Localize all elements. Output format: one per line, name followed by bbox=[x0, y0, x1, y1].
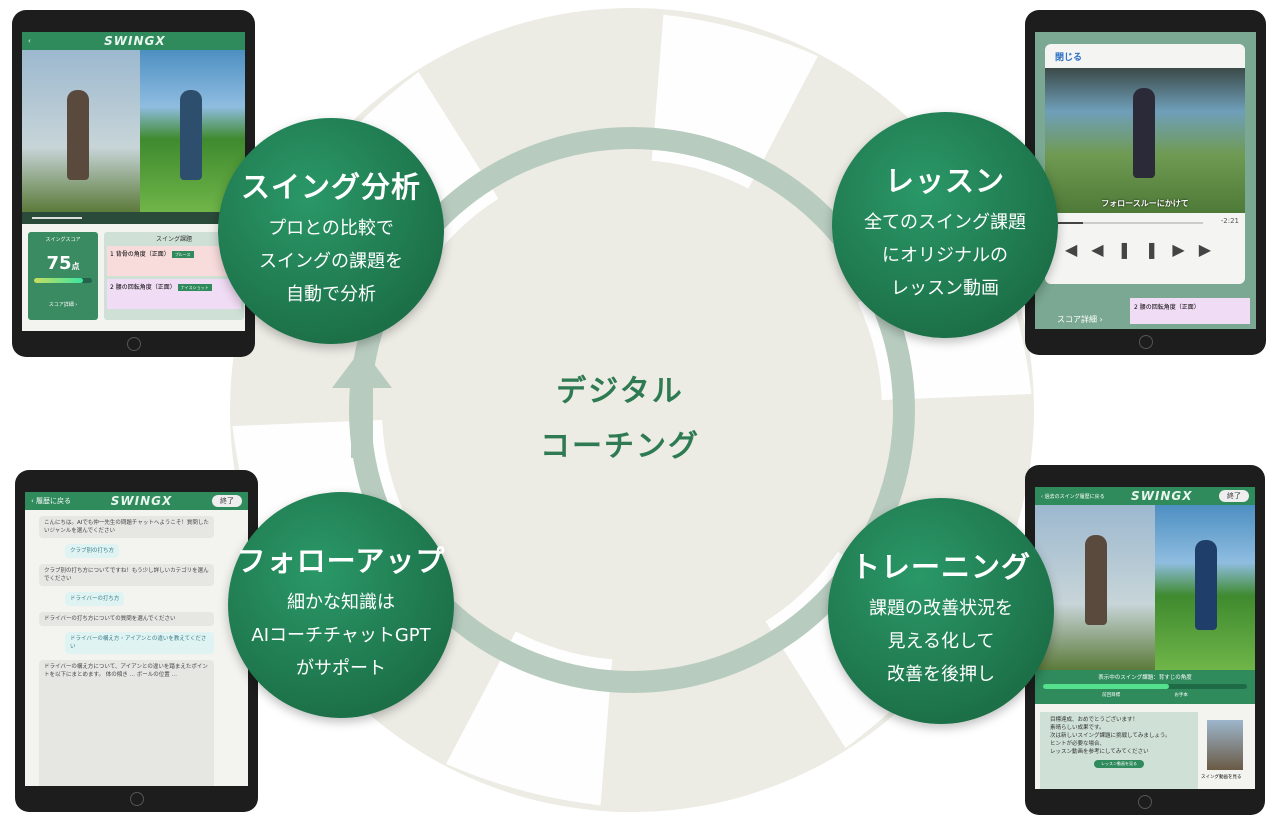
issue-label: 表示中のスイング課題：背すじの角度 bbox=[1098, 675, 1192, 681]
chat-message: クラブ別の打ち方についてですね！もう少し詳しいカテゴリを選んでください bbox=[39, 564, 214, 586]
time-remaining: -2:21 bbox=[1220, 217, 1239, 225]
bubble-line: 改善を後押し bbox=[887, 664, 995, 685]
logo: SWINGX bbox=[110, 494, 173, 508]
logo: SWINGX bbox=[1131, 489, 1193, 503]
cycle-arrow-head bbox=[332, 348, 392, 388]
logo: SWINGX bbox=[104, 34, 166, 48]
tablet-training: ‹ 過去のスイング履歴に戻る SWINGX 終了 表示中のスイング課題：背すじの角度… bbox=[1025, 465, 1265, 815]
bubble-line: にオリジナルの bbox=[882, 245, 1008, 266]
video-scrubber[interactable] bbox=[22, 212, 245, 224]
home-button[interactable] bbox=[129, 792, 144, 806]
marker-previous: 前回目標 bbox=[1102, 693, 1121, 698]
tablet-lesson: 閉じる フォロースルーにかけて -2:21 ◀◀❚❚▶▶ 2 腰の回転角度（正面… bbox=[1025, 10, 1266, 355]
back-icon[interactable]: ‹ bbox=[28, 37, 31, 45]
bubble-line: スイングの課題を bbox=[259, 251, 403, 272]
score-label: スイングスコア bbox=[45, 237, 81, 243]
issue-item[interactable]: 1 背骨の角度（正面） プルース bbox=[107, 246, 241, 276]
video-caption: フォロースルーにかけて bbox=[1101, 199, 1189, 208]
bubble-line: 全てのスイング課題 bbox=[864, 212, 1026, 233]
issues-header: スイング課題 bbox=[155, 236, 192, 243]
user-swing-video[interactable] bbox=[1035, 505, 1155, 670]
bubble-title: スイング分析 bbox=[240, 170, 421, 204]
bubble-line: 課題の改善状況を bbox=[869, 598, 1013, 619]
bubble-line: レッスン動画 bbox=[891, 278, 999, 299]
issue-item[interactable]: 2 腰の回転角度（正面） bbox=[1130, 298, 1250, 324]
score-detail-link[interactable]: スコア詳細 › bbox=[1057, 315, 1103, 324]
chat-message: ドライバーの構え方について、アイアンとの違いを踏まえたポイントを以下にまとめます… bbox=[39, 660, 214, 786]
pause-icon[interactable]: ❚❚ bbox=[1117, 240, 1173, 259]
lesson-video[interactable]: フォロースルーにかけて bbox=[1045, 68, 1245, 213]
back-button[interactable]: ‹ 履歴に戻る bbox=[31, 497, 72, 505]
home-button[interactable] bbox=[1138, 335, 1153, 349]
video-progress[interactable] bbox=[1053, 222, 1203, 224]
swing-video-thumbnail[interactable] bbox=[1207, 720, 1243, 770]
issue-progress-bar bbox=[1043, 684, 1247, 689]
bubble-follow-up: フォローアップ 細かな知識は AIコーチチャットGPT がサポート bbox=[228, 492, 454, 718]
home-button[interactable] bbox=[126, 337, 141, 351]
bubble-lesson: レッスン 全てのスイング課題にオリジナルのレッスン動画 bbox=[832, 112, 1058, 338]
center-title-line1: デジタル bbox=[556, 374, 684, 409]
issue-badge: プルース bbox=[171, 251, 194, 258]
home-button[interactable] bbox=[1138, 795, 1152, 809]
bubble-line: がサポート bbox=[296, 658, 386, 679]
bubble-title: トレーニング bbox=[850, 550, 1031, 584]
marker-goal: お手本 bbox=[1174, 693, 1188, 698]
back-button[interactable]: ‹ 過去のスイング履歴に戻る bbox=[1041, 493, 1105, 500]
bubble-swing-analysis: スイング分析 プロとの比較でスイングの課題を自動で分析 bbox=[218, 118, 444, 344]
bubble-line: 見える化して bbox=[887, 631, 995, 652]
chat-message: こんにちは。AIでも仲一先生の問題チャットへようこそ！質問したいジャンルを選んで… bbox=[39, 516, 214, 538]
score-detail-link[interactable]: スコア詳細 › bbox=[48, 302, 78, 308]
tablet-ai-chat: ‹ 履歴に戻る SWINGX 終了 こんにちは。AIでも仲一先生の問題チャットへよう… bbox=[15, 470, 258, 812]
score-unit: 点 bbox=[71, 262, 80, 271]
chat-message: ドライバーの構え方・アイアンとの違いを教えてください bbox=[65, 632, 214, 654]
bubble-line: 自動で分析 bbox=[286, 284, 376, 305]
bubble-line: 細かな知識は bbox=[287, 592, 395, 613]
rewind-icon[interactable]: ◀◀ bbox=[1064, 240, 1118, 259]
tablet-swing-analysis: ‹ SWINGX スイングスコア 75点 スコア詳細 › スイング課題 1 背骨の… bbox=[12, 10, 255, 357]
swing-video-label[interactable]: スイング動画を見る bbox=[1201, 775, 1242, 780]
score-card: スイングスコア 75点 スコア詳細 › bbox=[28, 232, 98, 320]
exit-button[interactable]: 終了 bbox=[1219, 490, 1249, 502]
center-title-line2: コーチング bbox=[540, 429, 700, 464]
lesson-video-modal: 閉じる フォロースルーにかけて -2:21 ◀◀❚❚▶▶ bbox=[1045, 44, 1245, 284]
bubble-line: AIコーチチャットGPT bbox=[251, 625, 431, 646]
achievement-message: 目標達成、おめでとうございます！素晴らしい成果です。次は新しいスイング課題に挑戦… bbox=[1040, 712, 1198, 789]
issue-progress-panel: 表示中のスイング課題：背すじの角度 前回目標 お手本 bbox=[1035, 670, 1255, 704]
score-progress bbox=[34, 278, 92, 283]
fast-forward-icon[interactable]: ▶▶ bbox=[1172, 240, 1226, 259]
issue-item[interactable]: 2 腰の回転角度（正面） ナイスショット bbox=[107, 279, 241, 309]
bubble-line: プロとの比較で bbox=[268, 218, 394, 239]
user-swing-video[interactable] bbox=[22, 50, 140, 212]
app-bar: ‹ SWINGX bbox=[22, 32, 245, 50]
chat-messages: こんにちは。AIでも仲一先生の問題チャットへようこそ！質問したいジャンルを選んで… bbox=[25, 516, 248, 786]
chat-message: ドライバーの打ち方についての質問を選んでください bbox=[39, 612, 214, 626]
pro-swing-video[interactable] bbox=[1155, 505, 1255, 670]
bubble-title: レッスン bbox=[884, 164, 1005, 198]
issue-badge: ナイスショット bbox=[177, 284, 212, 291]
bubble-training: トレーニング 課題の改善状況を見える化して改善を後押し bbox=[828, 498, 1054, 724]
score-value: 75 bbox=[46, 253, 72, 274]
lesson-video-button[interactable]: レッスン動画を見る bbox=[1094, 760, 1144, 768]
bubble-title: フォローアップ bbox=[236, 544, 446, 578]
exit-button[interactable]: 終了 bbox=[212, 495, 242, 507]
chat-message: ドライバーの打ち方 bbox=[65, 592, 125, 606]
close-button[interactable]: 閉じる bbox=[1055, 53, 1083, 63]
chat-message: クラブ別の打ち方 bbox=[65, 544, 120, 558]
